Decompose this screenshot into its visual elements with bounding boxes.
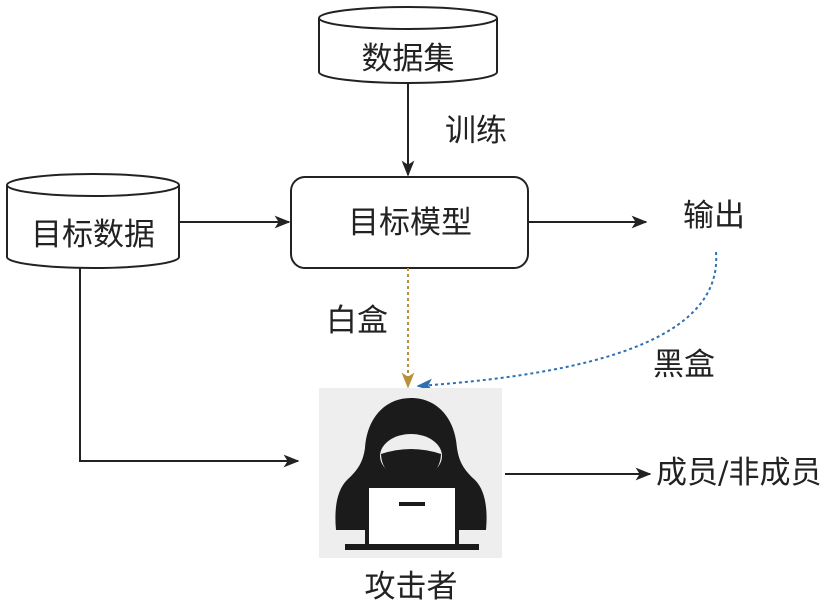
target-data-node	[6, 173, 180, 269]
dataset-label: 数据集	[361, 41, 455, 77]
dataset-node	[318, 6, 498, 84]
result-label: 成员/非成员	[656, 455, 822, 491]
white-box-edge-label: 白盒	[326, 303, 388, 339]
hacker-hooded-laptop-icon	[319, 388, 502, 558]
black-box-edge-label: 黑盒	[653, 347, 715, 383]
target-data-to-attacker-edge	[79, 268, 300, 468]
target-data-label: 目标数据	[31, 217, 155, 253]
output-label: 输出	[683, 198, 745, 234]
target-model-label: 目标模型	[348, 205, 472, 241]
attacker-label: 攻击者	[364, 569, 458, 605]
train-edge-label: 训练	[445, 113, 507, 149]
